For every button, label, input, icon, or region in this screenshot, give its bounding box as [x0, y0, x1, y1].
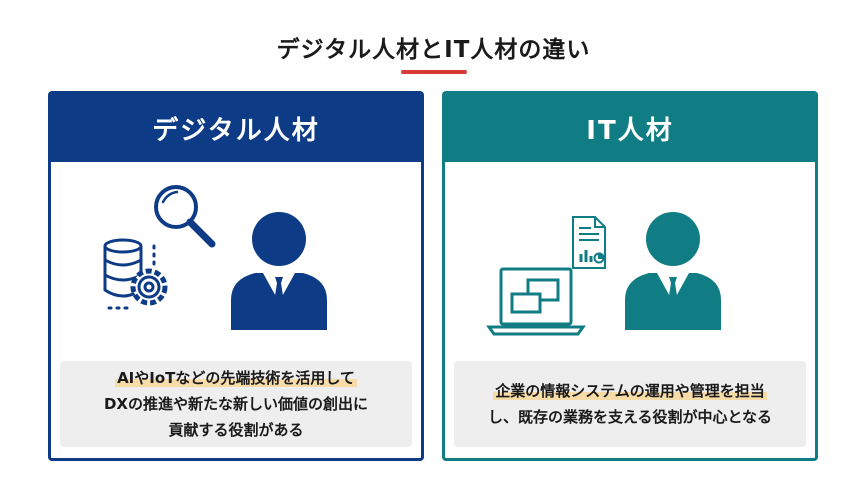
it-desc-line-1: 企業の情報システムの運用や管理を担当 — [493, 382, 767, 400]
digital-desc-line-3: 貢献する役割がある — [168, 421, 304, 439]
digital-card-heading: デジタル人材 — [51, 94, 421, 162]
laptop-icon — [486, 267, 586, 336]
page-title: デジタル人材とIT人材の違い — [276, 37, 591, 63]
it-talent-card: IT人材 企業の情報システム — [442, 91, 818, 461]
digital-talent-card: デジタル人材 — [48, 91, 424, 461]
it-card-heading: IT人材 — [445, 94, 815, 162]
person-suit-icon — [625, 212, 721, 330]
digital-illustration — [103, 185, 327, 330]
database-gear-icon — [103, 238, 168, 310]
it-description: 企業の情報システムの運用や管理を担当 し、既存の業務を支える役割が中心となる — [454, 361, 806, 447]
person-suit-icon — [231, 212, 327, 330]
digital-description: AIやIoTなどの先端技術を活用して DXの推進や新たな新しい価値の創出に 貢献… — [60, 361, 412, 447]
document-chart-icon — [572, 216, 606, 269]
it-illustration — [486, 212, 721, 336]
magnifier-icon — [154, 185, 216, 248]
digital-desc-line-1: AIやIoTなどの先端技術を活用して — [115, 369, 357, 387]
title-underline — [401, 70, 467, 74]
it-desc-line-2: し、既存の業務を支える役割が中心となる — [487, 408, 773, 426]
digital-desc-line-2: DXの推進や新たな新しい価値の創出に — [103, 395, 369, 413]
